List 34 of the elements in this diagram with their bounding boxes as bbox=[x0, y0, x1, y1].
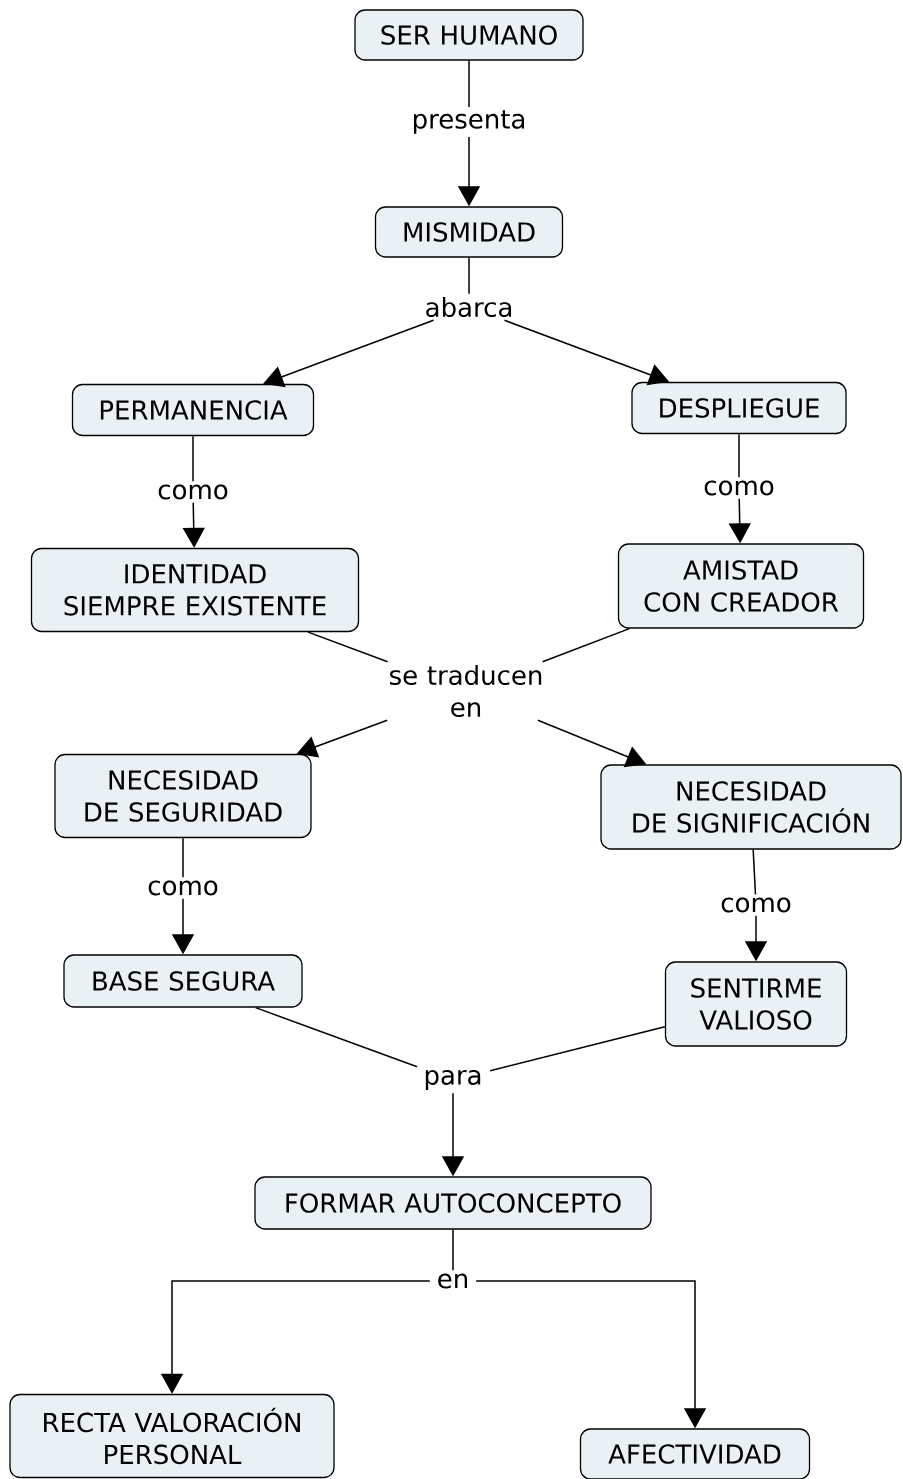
concept-box: PERMANENCIA bbox=[71, 383, 315, 437]
concept-box: NECESIDAD DE SEGURIDAD bbox=[54, 753, 312, 839]
linking-phrase: presenta bbox=[414, 110, 525, 134]
concept-box: DESPLIEGUE bbox=[631, 381, 847, 435]
linking-phrase: en bbox=[438, 1273, 468, 1289]
connector-line bbox=[307, 631, 389, 663]
concept-box: RECTA VALORACIÓN PERSONAL bbox=[9, 1393, 335, 1479]
concept-box: BASE SEGURA bbox=[63, 954, 303, 1008]
linking-phrase: como bbox=[704, 480, 774, 496]
connector-line bbox=[489, 1026, 666, 1072]
arrow bbox=[263, 319, 435, 388]
connector-line bbox=[541, 627, 631, 663]
linking-phrase: como bbox=[148, 880, 218, 896]
connector-line bbox=[468, 59, 470, 108]
connector-line bbox=[182, 837, 184, 879]
concept-box: AFECTIVIDAD bbox=[579, 1428, 811, 1479]
concept-box: SER HUMANO bbox=[354, 9, 584, 61]
concept-box: SENTIRME VALIOSO bbox=[664, 961, 848, 1047]
linking-phrase: como bbox=[158, 484, 228, 500]
connector-line bbox=[468, 256, 470, 295]
concept-box: NECESIDAD DE SIGNIFICACIÓN bbox=[600, 764, 902, 850]
connector-line bbox=[192, 435, 194, 483]
connector-line bbox=[738, 433, 740, 479]
linking-phrase: se traducen en bbox=[390, 664, 542, 718]
linking-phrase: como bbox=[721, 897, 791, 913]
concept-box: AMISTAD CON CREADOR bbox=[617, 543, 865, 629]
linking-phrase: para bbox=[425, 1070, 481, 1090]
connector-line bbox=[752, 848, 757, 896]
linking-phrase: abarca bbox=[426, 296, 512, 318]
connector-line bbox=[254, 1006, 418, 1068]
concept-box: FORMAR AUTOCONCEPTO bbox=[254, 1176, 652, 1230]
concept-box: IDENTIDAD SIEMPRE EXISTENTE bbox=[30, 547, 360, 633]
connector-line bbox=[452, 1228, 454, 1272]
concept-box: MISMIDAD bbox=[374, 206, 564, 258]
